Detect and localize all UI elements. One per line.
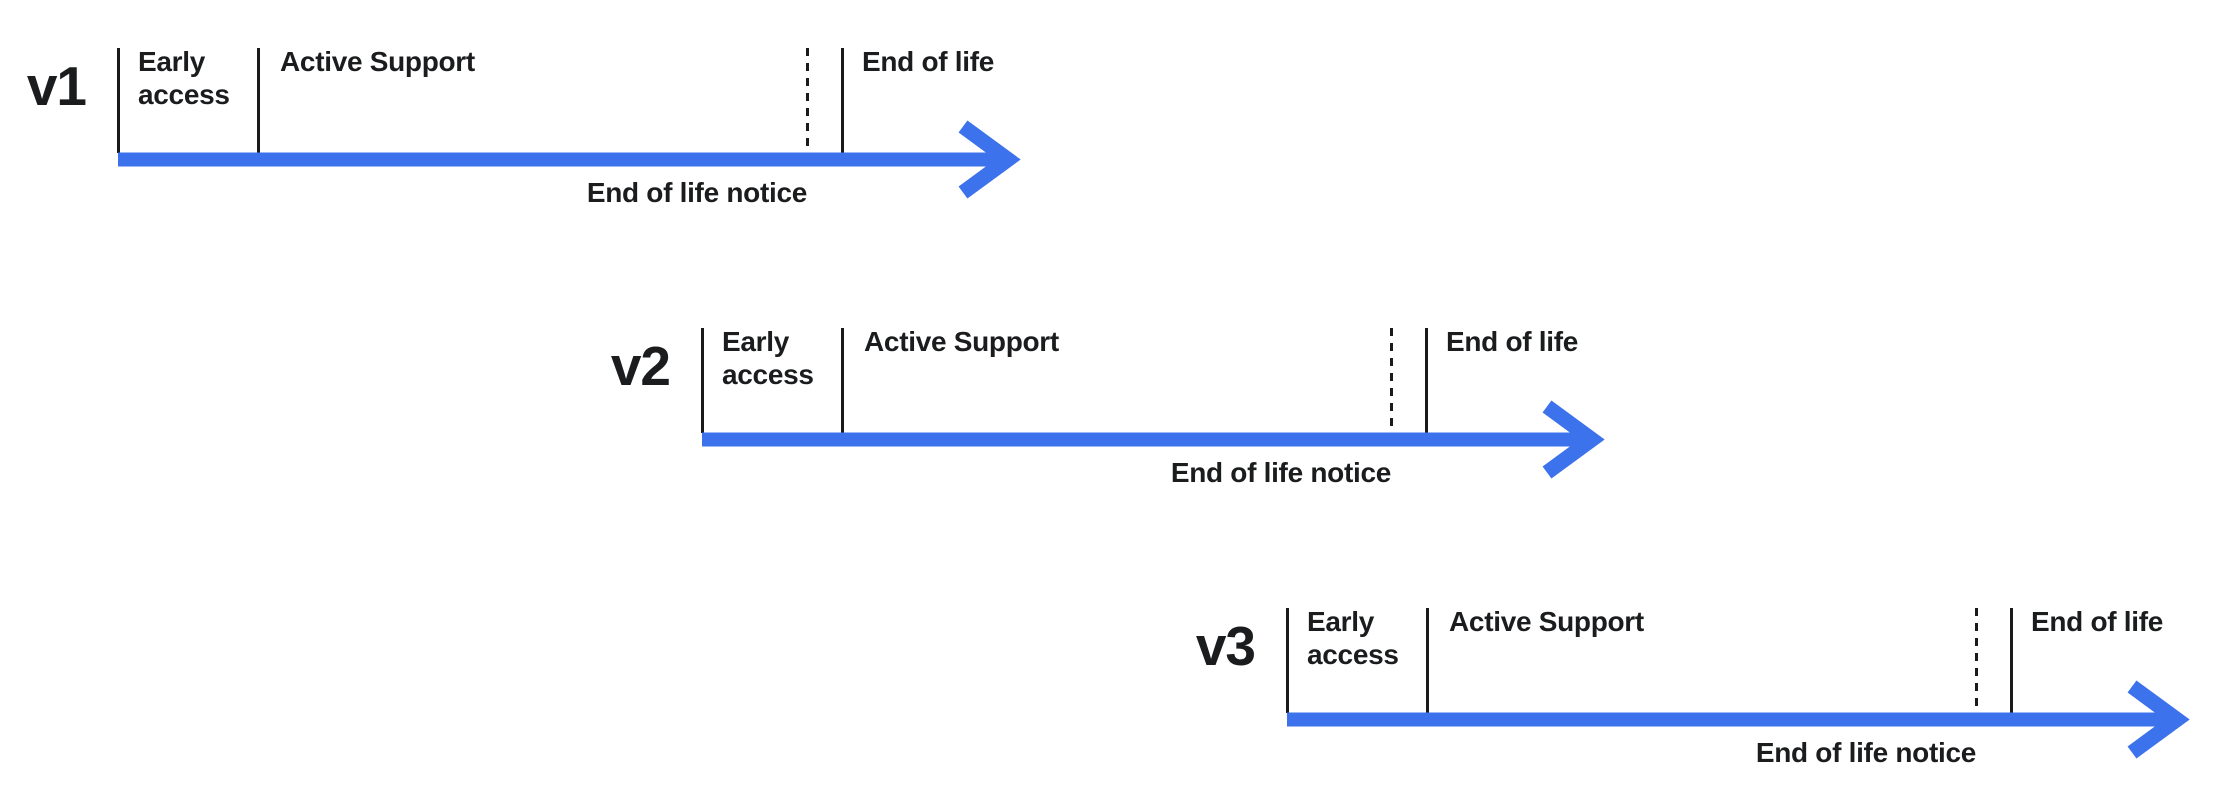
timeline-v2: v2 Early access Active Support End of li…: [611, 326, 1662, 528]
early-access-end-tick: [257, 48, 260, 153]
early-access-label: Early access: [138, 46, 230, 110]
end-of-life-notice-label: End of life notice: [1755, 737, 1976, 768]
active-support-label: Active Support: [1449, 606, 1644, 637]
end-of-life-label: End of life: [1446, 326, 1579, 357]
timeline-arrowhead-icon: [1542, 400, 1605, 479]
timeline-arrow: [1287, 680, 2190, 759]
early-access-label: Early access: [722, 326, 814, 390]
end-of-life-tick: [2010, 608, 2013, 713]
timeline-arrowhead-icon: [958, 120, 1021, 199]
timeline-v3: v3 Early access Active Support End of li…: [1196, 606, 2228, 808]
end-of-life-tick: [841, 48, 844, 153]
timeline-start-tick: [117, 48, 120, 153]
eol-notice-dashed-line: [806, 48, 809, 148]
early-access-end-tick: [841, 328, 844, 433]
version-label: v1: [26, 55, 87, 117]
end-of-life-label: End of life: [2031, 606, 2164, 637]
early-access-end-tick: [1426, 608, 1429, 713]
version-label: v2: [610, 335, 671, 397]
end-of-life-notice-label: End of life notice: [1170, 457, 1391, 488]
active-support-label: Active Support: [864, 326, 1059, 357]
timeline-start-tick: [1286, 608, 1289, 713]
timeline-start-tick: [701, 328, 704, 433]
eol-notice-dashed-line: [1390, 328, 1393, 428]
timeline-arrowhead-icon: [2127, 680, 2190, 759]
timeline-arrow: [702, 400, 1605, 479]
eol-notice-dashed-line: [1975, 608, 1978, 708]
timeline-arrow: [118, 120, 1021, 199]
end-of-life-notice-label: End of life notice: [586, 177, 807, 208]
active-support-label: Active Support: [280, 46, 475, 77]
timeline-v1: v1 Early access Active Support End of li…: [27, 46, 1078, 248]
end-of-life-label: End of life: [862, 46, 995, 77]
end-of-life-tick: [1425, 328, 1428, 433]
version-label: v3: [1195, 615, 1256, 677]
early-access-label: Early access: [1307, 606, 1399, 670]
